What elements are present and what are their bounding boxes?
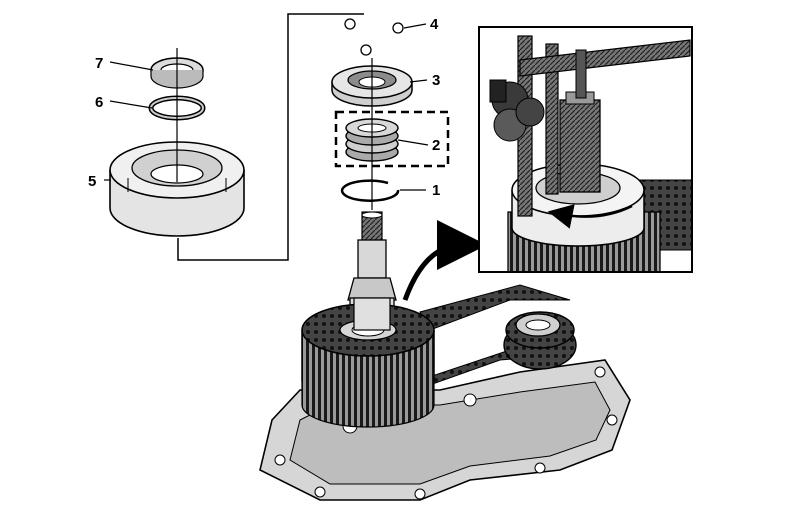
part-2-callout-box [334,110,450,168]
callout-3: 3 [432,72,440,89]
part-4-ball-c [360,44,372,56]
front-sprocket [503,311,577,370]
part-4-ball-b [392,22,404,34]
leader-6 [109,100,153,109]
part-1-snap-ring [340,179,400,202]
callout-7: 7 [95,55,103,72]
callout-6: 6 [95,94,103,111]
rotation-arrow-icon [547,204,633,229]
callout-2: 2 [432,137,440,154]
leader-4 [403,23,427,29]
leader-7 [109,61,154,71]
callout-4: 4 [430,16,439,33]
zoom-arrow-icon [402,220,487,301]
callout-5: 5 [88,173,96,190]
assembly-leader-bracket [177,13,364,261]
leader-2 [397,139,429,146]
leader-3 [409,79,428,83]
detail-inset [478,26,693,273]
part-4-ball-a [344,18,356,30]
callout-1: 1 [432,182,440,199]
shaft-hub [353,297,391,331]
